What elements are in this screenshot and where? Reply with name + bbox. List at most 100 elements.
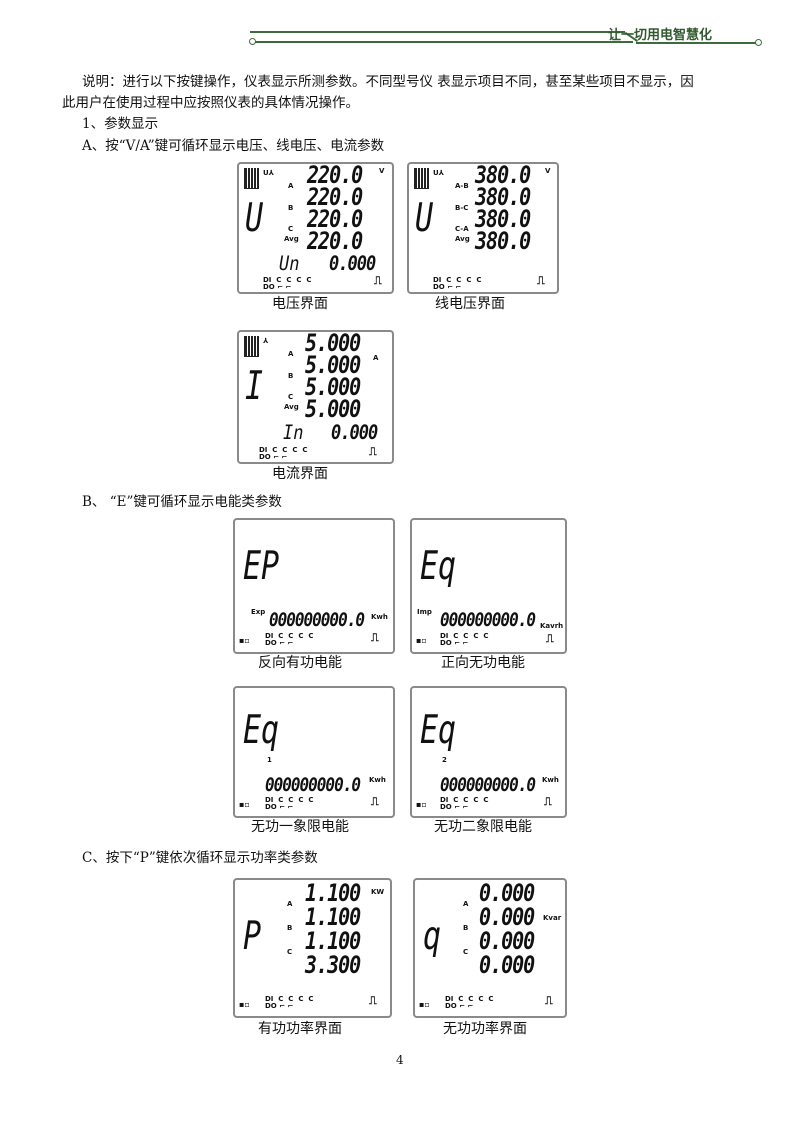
unit-label: Kwh: [542, 776, 559, 784]
phase-label: Avg: [284, 403, 299, 411]
battery-icon: ▪▫: [239, 1000, 250, 1009]
di-label: DI: [265, 796, 274, 804]
intro-text: 此用户在使用过程中应按照仪表的具体情况操作。: [62, 95, 359, 111]
caption: 无功一象限电能: [251, 819, 349, 835]
value-readout: 1.100: [305, 902, 361, 932]
header-line: [250, 31, 625, 33]
unit-label: KW: [371, 888, 385, 896]
wye-icon: ⅄: [263, 337, 269, 345]
pulse-icon: ⎍: [537, 274, 545, 287]
section-heading: C、按下“P”键依次循环显示功率类参数: [82, 850, 318, 866]
sub-value: 0.000: [331, 421, 378, 445]
mode-symbol: Eq: [420, 544, 457, 590]
value-readout: 5.000: [305, 328, 361, 358]
phase-label: Avg: [455, 235, 470, 243]
header-slogan: 让一切用电智慧化: [608, 28, 713, 43]
energy-readout: 000000000.0: [440, 608, 536, 631]
pulse-icon: ⎍: [546, 632, 554, 645]
intro-text: 说明：进行以下按键操作，仪表显示所测参数。不同型号仪 表显示项目不同，甚至某些项…: [82, 74, 694, 90]
phase-label: B-C: [455, 204, 469, 212]
value-readout: 380.0: [475, 226, 531, 256]
sub-symbol: Un: [279, 252, 300, 276]
value-readout: 380.0: [475, 182, 531, 212]
value-readout: 380.0: [475, 204, 531, 234]
do-label: DO: [265, 1002, 277, 1010]
caption: 电压界面: [272, 296, 328, 312]
battery-icon: ▪▫: [416, 636, 427, 645]
value-readout: 3.300: [305, 950, 361, 980]
value-readout: 220.0: [307, 226, 363, 256]
di-1: C: [276, 276, 282, 284]
unit-label: Kwh: [369, 776, 386, 784]
do-label: DO: [433, 283, 445, 291]
unit-label: A: [373, 354, 379, 362]
phase-label: A: [288, 182, 294, 190]
phase-label: C: [288, 393, 294, 401]
header-dot: [755, 39, 762, 46]
header-dot: [249, 38, 256, 45]
phase-label: A: [463, 900, 469, 908]
pulse-icon: ⎍: [374, 274, 382, 287]
pulse-icon: ⎍: [371, 631, 379, 644]
lcd-active-power: P A B C 1.100 1.100 1.100 3.300 KW ▪▫ DI…: [233, 878, 392, 1018]
di-label: DI: [263, 276, 272, 284]
phase-label: B: [288, 204, 294, 212]
section-heading: 1、参数显示: [82, 116, 159, 132]
energy-readout: 000000000.0: [440, 773, 536, 796]
pulse-icon: ⎍: [369, 994, 377, 1007]
mode-symbol: EP: [243, 544, 280, 590]
value-readout: 0.000: [479, 950, 535, 980]
phase-label: C-A: [455, 225, 469, 233]
do-label: DO: [440, 803, 452, 811]
caption: 正向无功电能: [441, 655, 525, 671]
value-readout: 220.0: [307, 160, 363, 190]
phase-label: B: [463, 924, 469, 932]
lcd-voltage: U⅄ U A B C Avg 220.0 220.0 220.0 220.0 V…: [237, 162, 394, 294]
di-4: C: [306, 276, 312, 284]
caption: 有功功率界面: [258, 1021, 342, 1037]
quadrant-label: 2: [442, 756, 447, 764]
unit-label: V: [545, 167, 551, 175]
di-label: DI: [440, 796, 449, 804]
do-label: DO: [263, 283, 275, 291]
phase-label: Avg: [284, 235, 299, 243]
battery-icon: ▪▫: [416, 800, 427, 809]
di-3: C: [296, 276, 302, 284]
mode-symbol: U: [245, 196, 264, 242]
page-number: 4: [396, 1053, 404, 1067]
di-label: DI: [259, 446, 268, 454]
value-readout: 1.100: [305, 926, 361, 956]
header-line: [255, 41, 633, 43]
sub-value: 0.000: [329, 252, 376, 276]
section-heading: A、按“V/A”键可循环显示电压、线电压、电流参数: [82, 138, 385, 154]
phase-label: A: [287, 900, 293, 908]
phase-label: B: [288, 372, 294, 380]
lcd-reactive-power: q A B C 0.000 0.000 0.000 0.000 Kvar ▪▫ …: [413, 878, 567, 1018]
do-label: DO: [440, 639, 452, 647]
pulse-icon: ⎍: [545, 994, 553, 1007]
do-label: DO: [265, 803, 277, 811]
caption: 无功功率界面: [443, 1021, 527, 1037]
phase-label: A-B: [455, 182, 469, 190]
quadrant-label: 1: [267, 756, 272, 764]
signal-bars-icon: [244, 168, 259, 189]
battery-icon: ▪▫: [239, 800, 250, 809]
lcd-current: ⅄ I A B C Avg 5.000 5.000 5.000 5.000 A …: [237, 330, 394, 464]
battery-icon: ▪▫: [239, 636, 250, 645]
di-label: DI: [265, 632, 274, 640]
value-readout: 1.100: [305, 878, 361, 908]
energy-readout: 000000000.0: [269, 608, 365, 631]
caption: 无功二象限电能: [434, 819, 532, 835]
phase-label: C: [287, 948, 293, 956]
value-readout: 380.0: [475, 160, 531, 190]
value-readout: 5.000: [305, 350, 361, 380]
value-readout: 0.000: [479, 926, 535, 956]
battery-icon: ▪▫: [419, 1000, 430, 1009]
unit-label: V: [379, 167, 385, 175]
